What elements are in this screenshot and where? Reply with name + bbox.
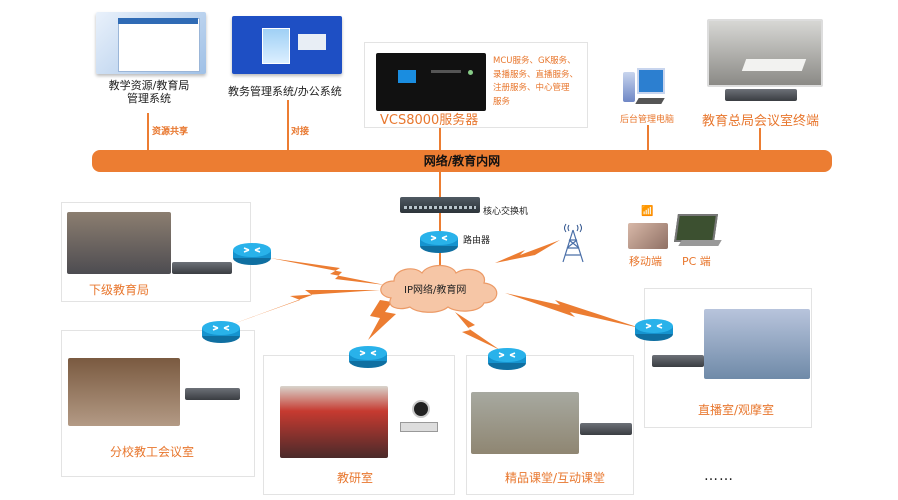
more-sites-ellipsis: …… <box>704 468 734 484</box>
service-line: 注册服务、中心管理 <box>493 83 570 93</box>
router-icon <box>488 348 526 370</box>
vcs-server-label: VCS8000服务器 <box>380 113 479 128</box>
teaching-resource-line1: 教学资源/教育局 <box>108 79 190 92</box>
vcs-server-icon <box>376 53 486 111</box>
intranet-bus-label: 网络/教育内网 <box>423 154 501 168</box>
bolt-research <box>368 300 396 340</box>
intranet-bus: 网络/教育内网 <box>92 150 832 172</box>
site-label: 直播室/观摩室 <box>698 403 775 417</box>
core-switch-icon <box>400 197 480 213</box>
router-icon <box>233 243 271 265</box>
ip-network-cloud <box>380 264 498 313</box>
branch-terminal <box>185 388 240 400</box>
branch-meeting-photo <box>68 358 180 426</box>
lower-bureau-photo <box>67 212 171 274</box>
admin-pc-icon <box>623 68 665 108</box>
site-lower-bureau: 下级教育局 <box>61 202 251 302</box>
site-label: 下级教育局 <box>89 283 150 297</box>
hq-meeting-room-screenshot <box>707 19 823 87</box>
pc-label: PC 端 <box>682 255 711 268</box>
live-room-photo <box>704 309 810 379</box>
site-label: 精品课堂/互动课堂 <box>505 471 606 485</box>
lower-bureau-terminal <box>172 262 232 274</box>
service-line: 录播服务、直播服务、 <box>493 69 579 80</box>
bolt-classroom <box>455 312 500 350</box>
bolt-live-room <box>505 293 640 328</box>
teaching-resource-screenshot <box>96 12 206 74</box>
live-room-terminal <box>652 355 704 367</box>
laptop-image <box>674 214 718 242</box>
core-router-icon <box>420 231 458 253</box>
core-router-label: 路由器 <box>463 236 491 246</box>
edu-admin-label: 教务管理系统/办公系统 <box>228 85 342 98</box>
service-line: MCU服务、GK服务、 <box>493 56 576 66</box>
resource-sharing-label: 资源共享 <box>152 127 189 137</box>
bolt-lower-bureau <box>270 258 385 285</box>
teaching-resource-line2: 管理系统 <box>127 92 171 105</box>
docking-label: 对接 <box>291 127 310 137</box>
site-label: 分校教工会议室 <box>110 445 195 459</box>
mobile-device-image <box>628 223 668 249</box>
bolt-tower <box>495 240 560 263</box>
ip-network-label: IP网络/教育网 <box>404 285 467 296</box>
teaching-resource-label: 教学资源/教育局 管理系统 <box>108 79 190 105</box>
classroom-photo <box>471 392 579 454</box>
ptz-camera-icon <box>398 400 438 432</box>
hq-terminal-label: 教育总局会议室终端 <box>702 114 820 129</box>
site-branch-meeting-room: 分校教工会议室 <box>61 330 255 477</box>
admin-pc-label: 后台管理电脑 <box>620 115 675 125</box>
router-icon <box>202 321 240 343</box>
bolt-branch <box>230 290 380 325</box>
router-icon <box>635 319 673 341</box>
vcs-services: MCU服务、GK服务、 录播服务、直播服务、 注册服务、中心管理 服务 <box>493 55 578 109</box>
core-switch-label: 核心交换机 <box>483 207 529 217</box>
wifi-icon: 📶 <box>641 206 654 217</box>
classroom-terminal <box>580 423 632 435</box>
cell-tower-icon <box>562 223 584 263</box>
research-room-photo <box>280 386 388 458</box>
laptop-base <box>678 240 722 246</box>
router-icon <box>349 346 387 368</box>
vcs-server-box: VCS8000服务器 MCU服务、GK服务、 录播服务、直播服务、 注册服务、中… <box>364 42 588 128</box>
service-line: 服务 <box>493 96 511 107</box>
mobile-label: 移动端 <box>629 255 662 268</box>
site-quality-classroom: 精品课堂/互动课堂 <box>466 355 634 495</box>
hq-terminal-device <box>725 89 797 101</box>
edu-admin-screenshot <box>232 16 342 74</box>
site-label: 教研室 <box>337 471 374 485</box>
